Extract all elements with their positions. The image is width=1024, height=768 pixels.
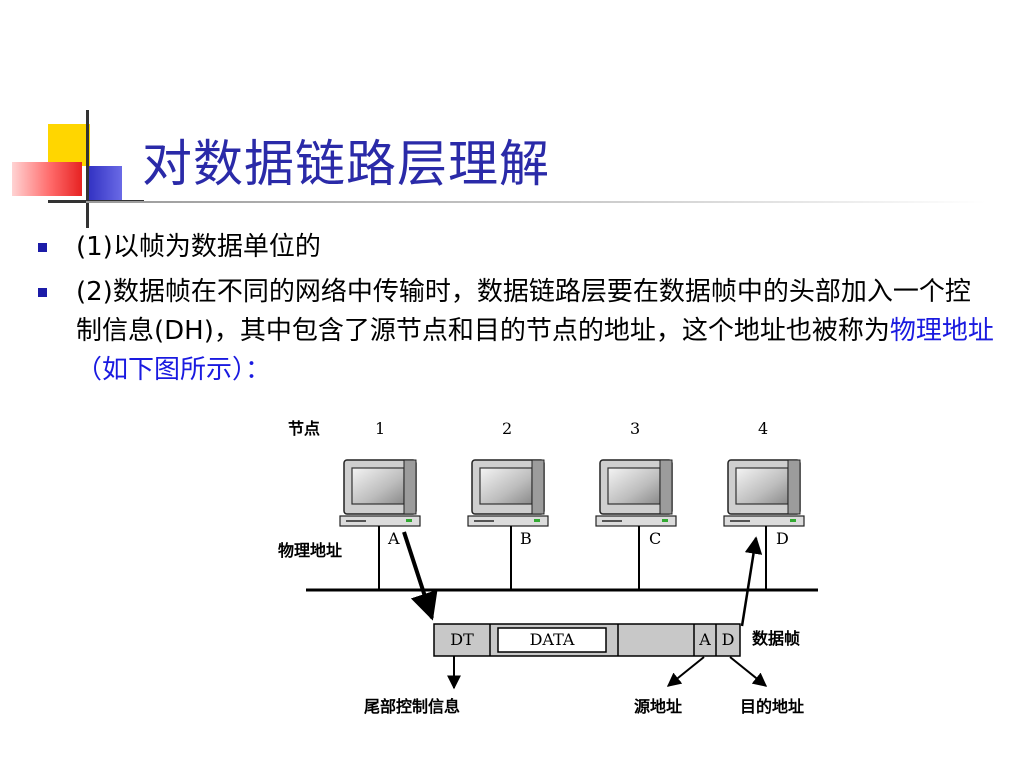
address-d: D (776, 529, 789, 548)
frame-label: 数据帧 (752, 629, 800, 648)
trailer-label: 尾部控制信息 (364, 697, 460, 716)
arrow-frame-to-d (740, 536, 763, 627)
bullet-square-icon (38, 288, 47, 297)
frame-field-dst: D (722, 630, 735, 649)
node-label: 节点 (288, 419, 320, 438)
decor-yellow-square (48, 124, 90, 166)
bullet-item-1: (1)以帧为数据单位的 (34, 228, 994, 267)
decor-blue-square (86, 166, 122, 202)
computer-icon (467, 459, 549, 527)
title-underline (86, 201, 986, 203)
node-number-3: 3 (630, 419, 640, 438)
arrow-source (666, 656, 705, 687)
bullet-item-2: (2)数据帧在不同的网络中传输时，数据链路层要在数据帧中的头部加入一个控制信息(… (34, 273, 994, 390)
bullet-list: (1)以帧为数据单位的 (2)数据帧在不同的网络中传输时，数据链路层要在数据帧中… (34, 228, 994, 396)
destination-address-label: 目的地址 (740, 697, 804, 716)
slide-title: 对数据链路层理解 (142, 135, 550, 193)
computer-icon (595, 459, 677, 527)
bullet-square-icon (38, 243, 47, 252)
frame-field-dt: DT (450, 630, 474, 649)
source-address-label: 源地址 (634, 697, 682, 716)
computer-icon (723, 459, 805, 527)
frame-field-src: A (698, 630, 711, 649)
arrow-destination (729, 656, 768, 687)
node-number-1: 1 (375, 419, 385, 438)
data-field (497, 627, 607, 653)
node-number-2: 2 (502, 419, 512, 438)
decor-red-bar (12, 162, 82, 196)
address-c: C (649, 529, 661, 548)
frame-field-data: DATA (530, 630, 575, 649)
bullet-text: (1)以帧为数据单位的 (76, 232, 321, 262)
decor-vertical-line (86, 110, 89, 228)
node-number-4: 4 (758, 419, 768, 438)
bullet-highlight-text: 物理地址（如下图所示）： (76, 316, 994, 385)
physical-address-label: 物理地址 (278, 541, 342, 560)
arrow-a-to-frame (402, 531, 438, 621)
computer-icon (339, 459, 421, 527)
address-a: A (387, 529, 400, 548)
address-b: B (520, 529, 532, 548)
bullet-text: (2)数据帧在不同的网络中传输时，数据链路层要在数据帧中的头部加入一个控制信息(… (76, 277, 971, 346)
